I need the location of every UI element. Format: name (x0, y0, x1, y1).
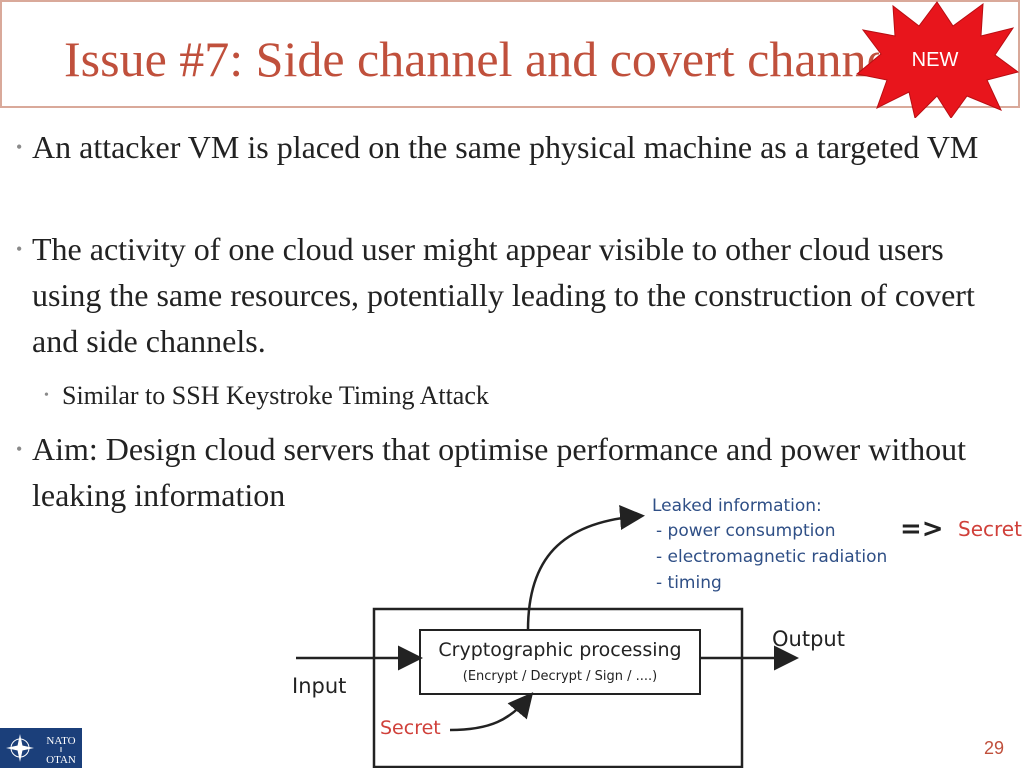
slide-title: Issue #7: Side channel and covert channe… (64, 31, 879, 87)
sub-bullet-item: • Similar to SSH Keystroke Timing Attack (44, 378, 744, 414)
new-badge: NEW (855, 1, 1020, 118)
bullet-dot-icon: • (16, 439, 23, 459)
leak-title: Leaked information: (652, 496, 822, 516)
bullet-dot-icon: • (16, 239, 23, 259)
nato-logo-text: NATO (46, 735, 75, 747)
device-frame (372, 607, 744, 768)
process-subtitle: (Encrypt / Decrypt / Sign / ....) (463, 669, 658, 684)
process-title: Cryptographic processing (438, 639, 681, 661)
sub-bullet-text: Similar to SSH Keystroke Timing Attack (62, 381, 489, 410)
bullet-dot-icon: • (16, 137, 23, 157)
new-badge-label: NEW (912, 49, 959, 71)
secret-output-label: Secret (958, 517, 1022, 541)
otan-logo-text: OTAN (46, 754, 76, 766)
bullet-text: An attacker VM is placed on the same phy… (32, 129, 979, 165)
bullet-item: • Aim: Design cloud servers that optimis… (16, 426, 1006, 518)
secret-arrow (449, 692, 534, 732)
bullet-dot-icon: • (44, 388, 49, 403)
leak-item: - timing (656, 573, 722, 593)
secret-input-label: Secret (380, 717, 441, 739)
bullet-text: The activity of one cloud user might app… (32, 231, 975, 359)
leak-arrow (526, 505, 645, 631)
output-label: Output (772, 627, 845, 651)
input-label: Input (292, 674, 346, 698)
starburst-shape (855, 1, 1020, 118)
leak-item: - electromagnetic radiation (656, 547, 887, 567)
bullet-item: • The activity of one cloud user might a… (16, 226, 1006, 364)
crypto-process-box (419, 629, 701, 695)
page-number: 29 (983, 738, 1004, 758)
compass-star-icon (6, 734, 34, 762)
leak-item: - power consumption (656, 521, 836, 541)
title-box: Issue #7: Side channel and covert channe… (0, 0, 1020, 108)
bullet-text: Aim: Design cloud servers that optimise … (32, 431, 966, 513)
side-channel-diagram: Leaked information: - power consumption … (292, 496, 1022, 768)
nato-logo: NATO OTAN (0, 728, 82, 768)
implies-arrow: => (900, 514, 944, 544)
bullet-item: • An attacker VM is placed on the same p… (16, 124, 1006, 170)
